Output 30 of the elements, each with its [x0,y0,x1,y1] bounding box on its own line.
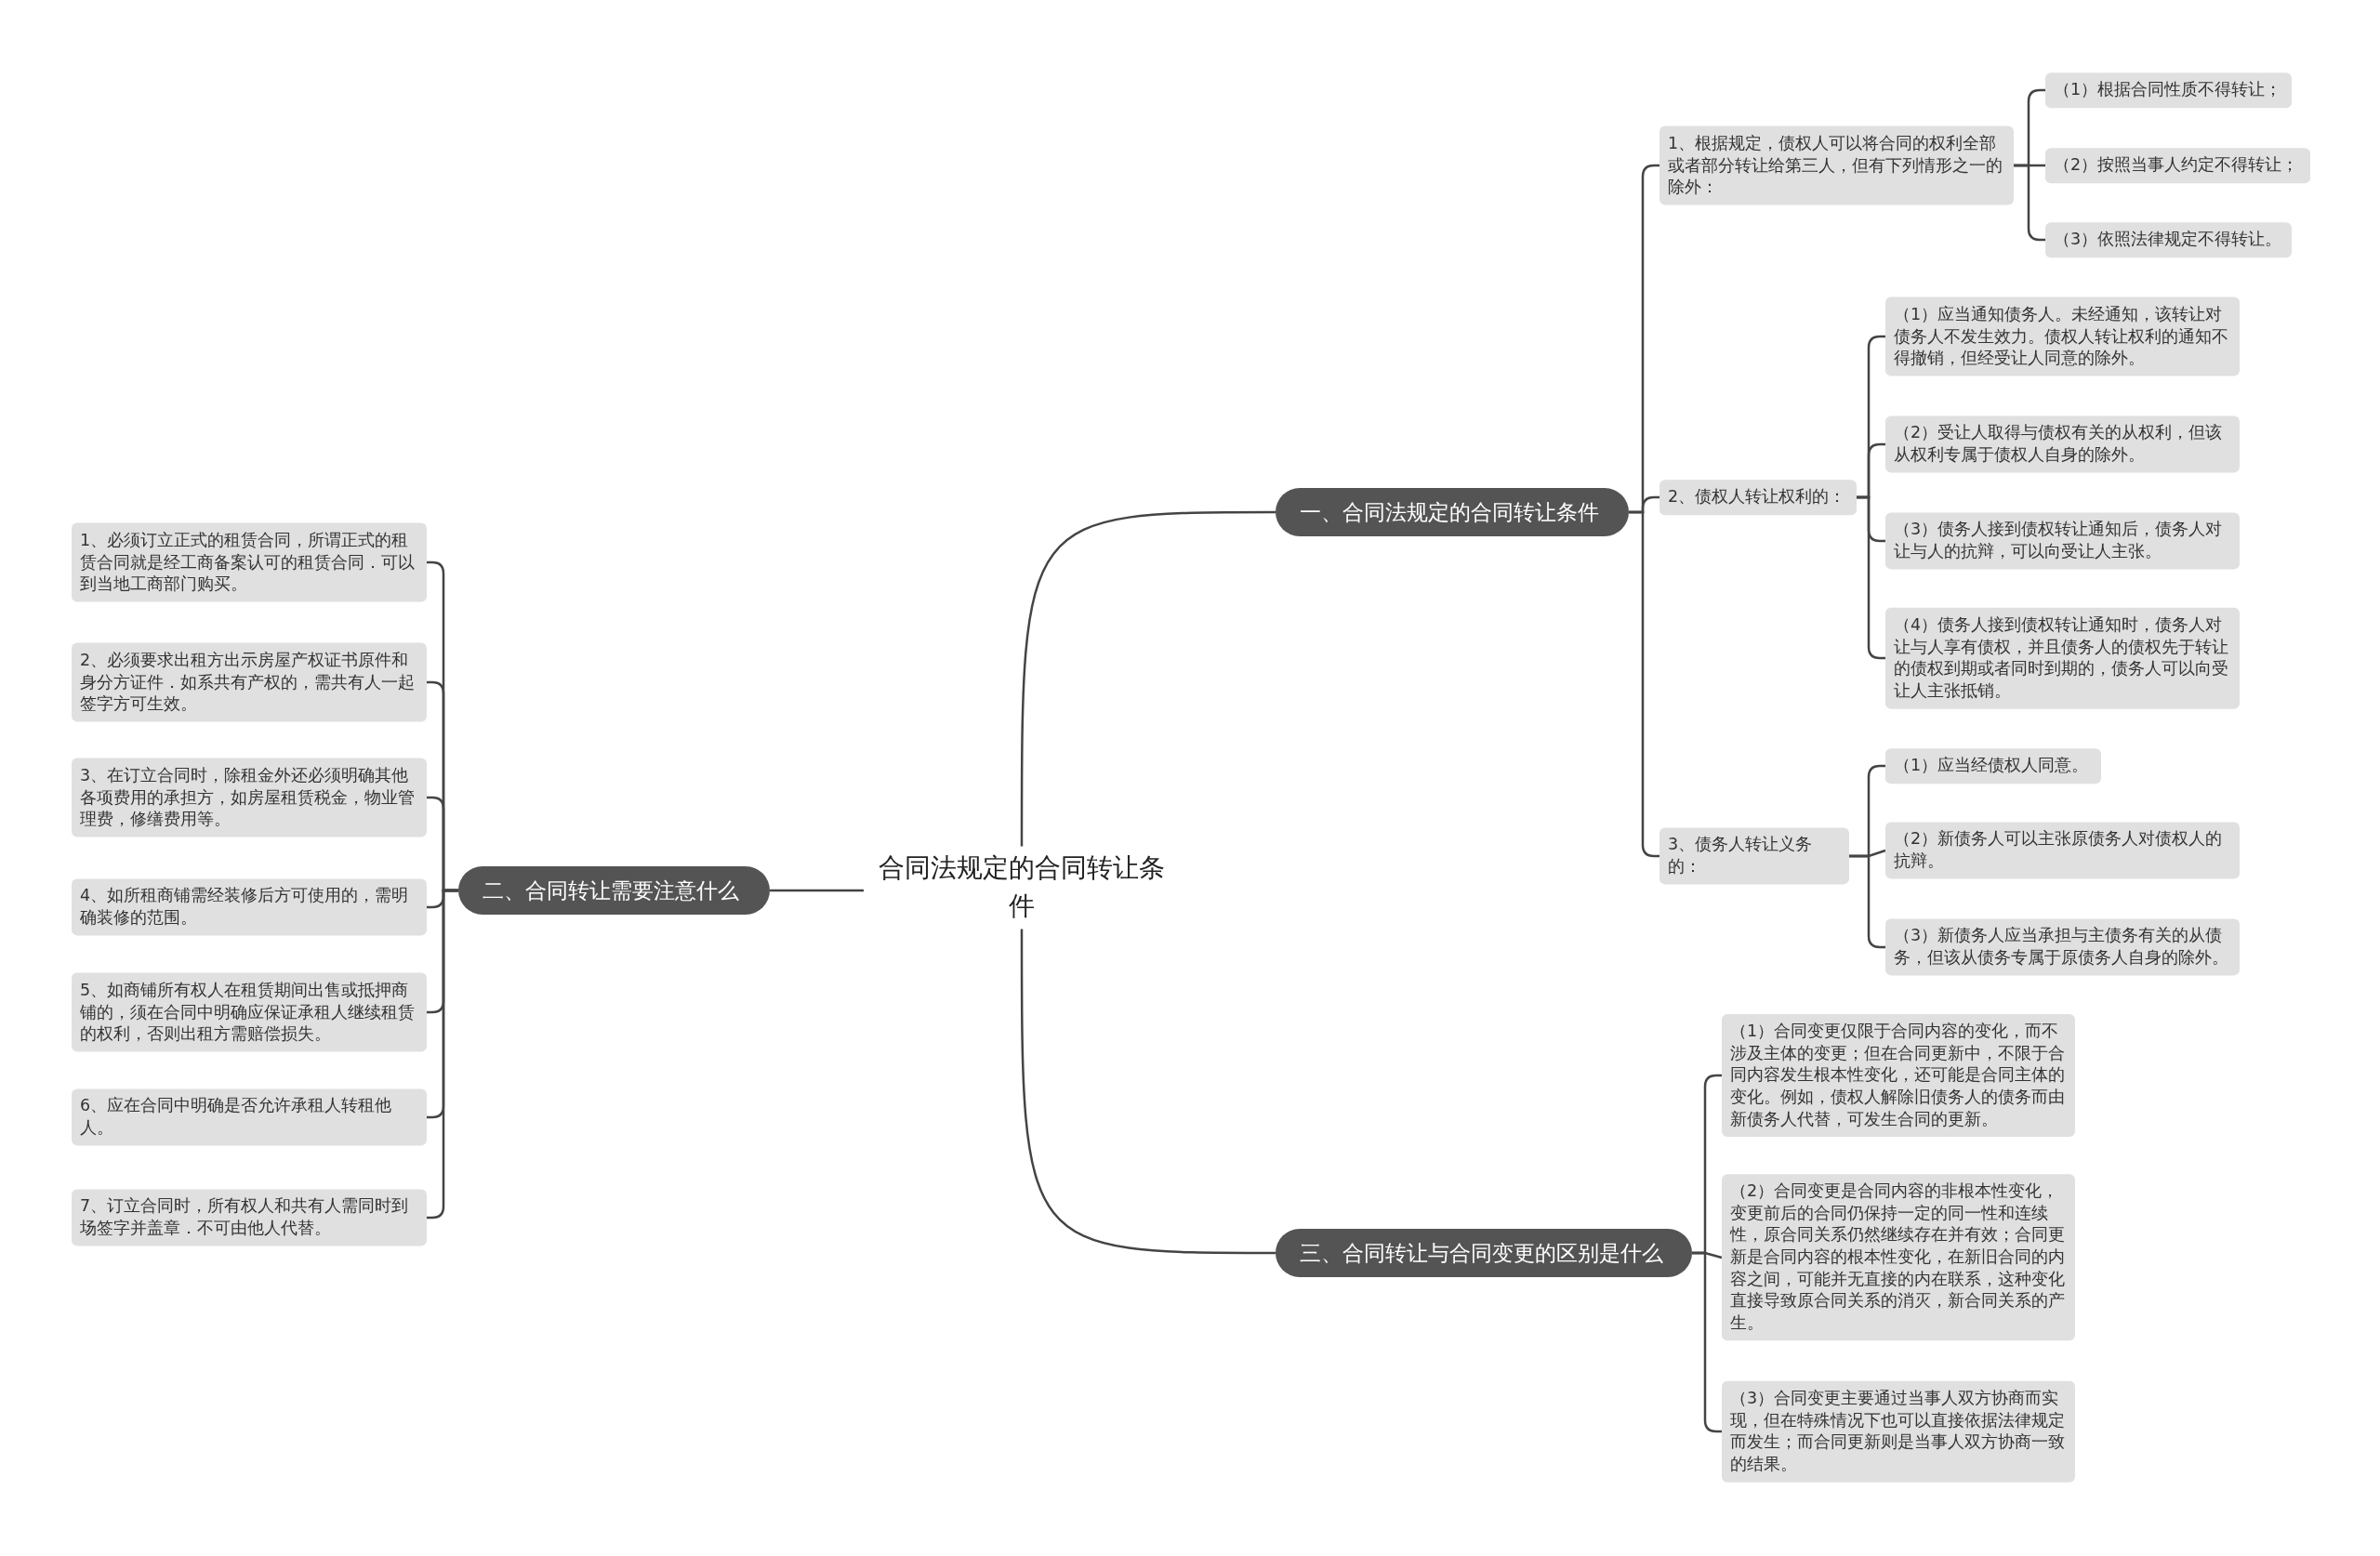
branch-topic: 一、合同法规定的合同转让条件 [1276,487,1629,537]
branch-topic: 三、合同转让与合同变更的区别是什么 [1276,1228,1692,1278]
connector-line [1020,510,1276,847]
subtopic-box: （2）按照当事人约定不得转让； [2045,148,2310,183]
subtopic-box: 4、如所租商铺需经装修后方可使用的，需明确装修的范围。 [72,878,427,936]
subtopic-box: （1）根据合同性质不得转让； [2045,73,2292,108]
subtopic-box: 2、债权人转让权利的： [1659,480,1857,515]
subtopic-box: 3、债务人转让义务的： [1659,827,1849,885]
subtopic-box: （1）应当通知债务人。未经通知，该转让对债务人不发生效力。债权人转让权利的通知不得撤销，但经受让人同意的除外。 [1885,297,2240,376]
subtopic-box: （1）应当经债权人同意。 [1885,748,2101,784]
subtopic-box: 2、必须要求出租方出示房屋产权证书原件和身分方证件．如系共有产权的，需共有人一起签字方可生效。 [72,642,427,722]
subtopic-box: （3）依照法律规定不得转让。 [2045,222,2292,257]
subtopic-box: 1、根据规定，债权人可以将合同的权利全部或者部分转让给第三人，但有下列情形之一的除外： [1659,125,2014,205]
subtopic-box: 1、必须订立正式的租赁合同，所谓正式的租赁合同就是经工商备案认可的租赁合同．可以到当地工商部门购买。 [72,522,427,602]
central-topic: 合同法规定的合同转让条件 [864,846,1180,930]
subtopic-box: 7、订立合同时，所有权人和共有人需同时到场签字并盖章．不可由他人代替。 [72,1189,427,1246]
subtopic-box: 3、在订立合同时，除租金外还必须明确其他各项费用的承担方，如房屋租赁税金，物业管理费，修缮费用等。 [72,758,427,837]
subtopic-box: （3）新债务人应当承担与主债务有关的从债务，但该从债务专属于原债务人自身的除外。 [1885,918,2240,976]
subtopic-box: （2）合同变更是合同内容的非根本性变化，变更前后的合同仍保持一定的同一性和连续性，原合同关系仍然继续存在并有效；合同更新是合同内容的根本性变化，在新旧合同的内容之间，可能并无直接的内在联系，这种变化直接导致原合同关系的消灭，新合同关系的产生。 [1722,1174,2075,1341]
connector-line [770,889,864,892]
connector-line [1020,929,1276,1255]
subtopic-box: （3）合同变更主要通过当事人双方协商而实现，但在特殊情况下也可以直接依据法律规定而发生；而合同更新则是当事人双方协商一致的结果。 [1722,1380,2075,1483]
subtopic-box: （2）新债务人可以主张原债务人对债权人的抗辩。 [1885,822,2240,879]
subtopic-box: 6、应在合同中明确是否允许承租人转租他人。 [72,1088,427,1146]
subtopic-box: 5、如商铺所有权人在租赁期间出售或抵押商铺的，须在合同中明确应保证承租人继续租赁的权利，否则出租方需赔偿损失。 [72,972,427,1052]
branch-topic: 二、合同转让需要注意什么 [458,865,770,916]
subtopic-box: （1）合同变更仅限于合同内容的变化，而不涉及主体的变更；但在合同更新中，不限于合同内容发生根本性变化，还可能是合同主体的变化。例如，债权人解除旧债务人的债务而由新债务人代替，可发生合同的更新。 [1722,1013,2075,1138]
subtopic-box: （3）债务人接到债权转让通知后，债务人对让与人的抗辩，可以向受让人主张。 [1885,512,2240,570]
subtopic-box: （2）受让人取得与债权有关的从权利，但该从权利专属于债权人自身的除外。 [1885,415,2240,473]
subtopic-box: （4）债务人接到债权转让通知时，债务人对让与人享有债权，并且债务人的债权先于转让的债权到期或者同时到期的，债务人可以向受让人主张抵销。 [1885,607,2240,709]
